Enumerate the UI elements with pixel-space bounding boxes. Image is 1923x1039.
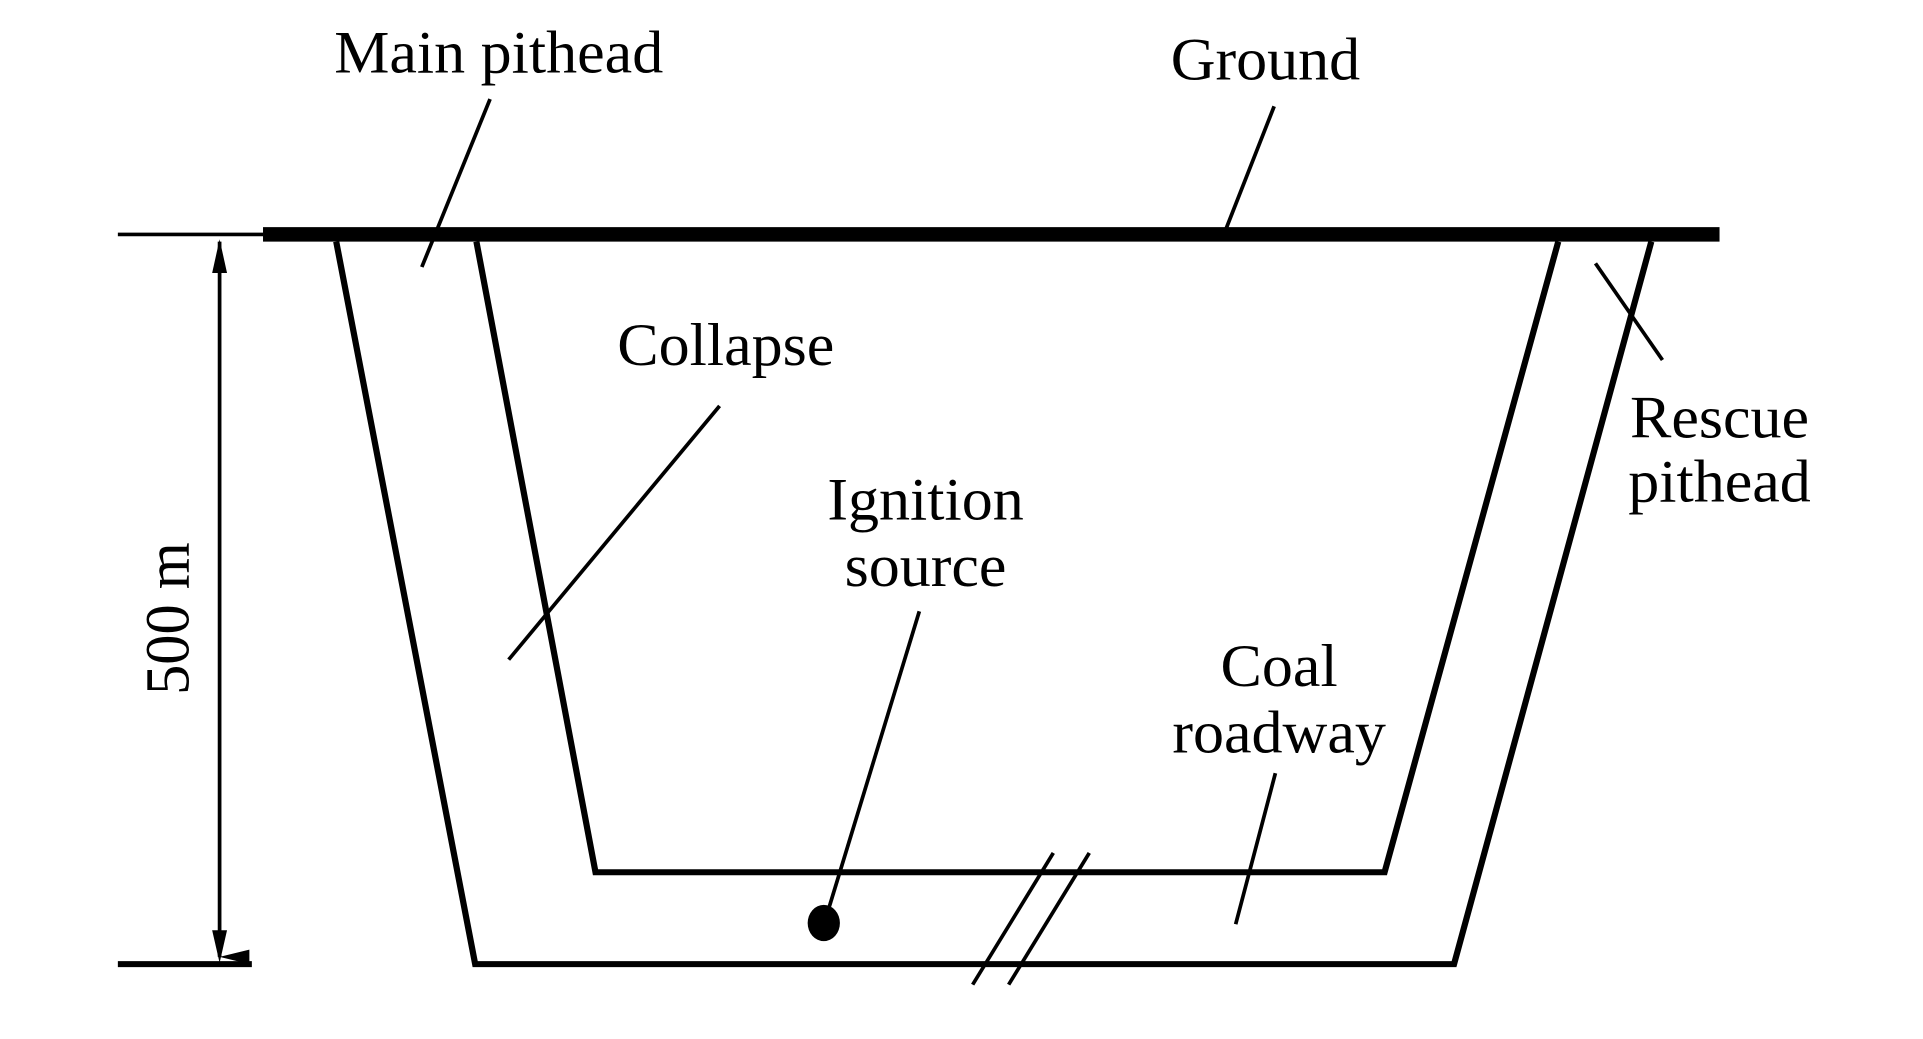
inner-roadway-boundary (473, 240, 1562, 876)
ignition-source-label-line1: Ignition (827, 466, 1023, 533)
ground-label: Ground (1171, 26, 1361, 93)
ignition-source-label-line2: source (845, 533, 1007, 600)
collapse-leader (507, 404, 722, 661)
coal-roadway-label-line1: Coal (1221, 633, 1338, 700)
break-symbol-line-2 (1007, 852, 1091, 986)
ignition-source-leader (826, 610, 922, 910)
main-pithead-leader (420, 98, 492, 268)
ground-leader (1224, 105, 1276, 231)
ignition-source-dot (807, 904, 840, 942)
rescue-pithead-label-line2: pithead (1628, 448, 1811, 515)
coal-roadway-leader (1233, 772, 1278, 925)
rescue-pithead-label-line1: Rescue (1630, 384, 1809, 451)
depth-arrowhead-top (212, 239, 228, 274)
depth-label: 500 m (134, 542, 203, 695)
outer-roadway-boundary (333, 240, 1655, 968)
collapse-label: Collapse (617, 312, 834, 379)
break-symbol-line-1 (971, 852, 1055, 986)
coal-roadway-label-line2: roadway (1172, 699, 1386, 766)
rescue-pithead-leader (1593, 262, 1665, 362)
depth-arrowhead-bottom (212, 930, 228, 963)
main-pithead-label: Main pithead (334, 19, 663, 86)
